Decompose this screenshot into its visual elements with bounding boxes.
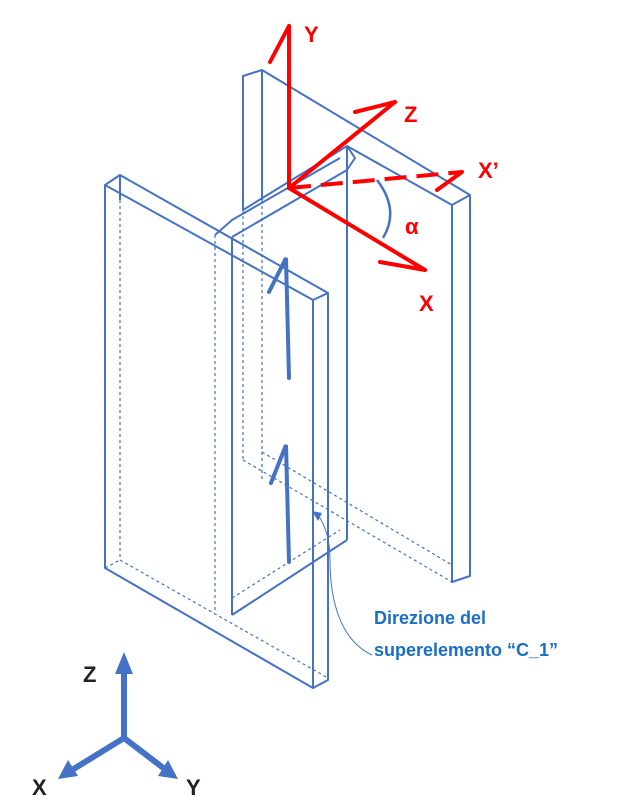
local-z-label: Z (404, 102, 417, 127)
annotation-line-2: superelemento “C_1” (374, 640, 558, 660)
local-x-prime-arrowhead-icon (435, 170, 464, 192)
global-y-label: Y (186, 775, 201, 800)
global-x-label: X (32, 775, 47, 800)
global-axes-triad (58, 652, 178, 779)
annotation-leader-line (317, 514, 373, 656)
front-wall (104, 174, 329, 689)
alpha-label: α (405, 214, 419, 239)
local-x-arrowhead-icon (378, 260, 427, 272)
global-y-arrowhead-icon (158, 760, 178, 779)
annotation-leader-arrowhead (312, 511, 322, 521)
global-z-label: Z (83, 662, 96, 687)
local-x-prime-label: X’ (478, 158, 499, 183)
global-z-arrowhead-icon (115, 652, 133, 674)
global-x-axis (69, 735, 127, 773)
direction-arrow-lower (269, 444, 291, 564)
local-z-arrowhead-icon (353, 100, 397, 114)
superelement-direction-arrows (267, 257, 291, 564)
local-y-label: Y (304, 22, 319, 47)
direction-arrow-upper (267, 257, 291, 380)
local-axes (268, 24, 464, 272)
local-z-axis (287, 100, 397, 190)
local-x-label: X (419, 291, 434, 316)
global-y-axis (121, 735, 169, 773)
back-wall (242, 69, 471, 583)
local-x-prime-axis (288, 170, 463, 190)
local-y-arrowhead-icon (268, 24, 291, 64)
local-x-axis (287, 186, 427, 272)
alpha-angle-arc (376, 179, 392, 239)
global-x-arrowhead-icon (58, 760, 78, 779)
annotation-line-1: Direzione del (374, 608, 486, 628)
